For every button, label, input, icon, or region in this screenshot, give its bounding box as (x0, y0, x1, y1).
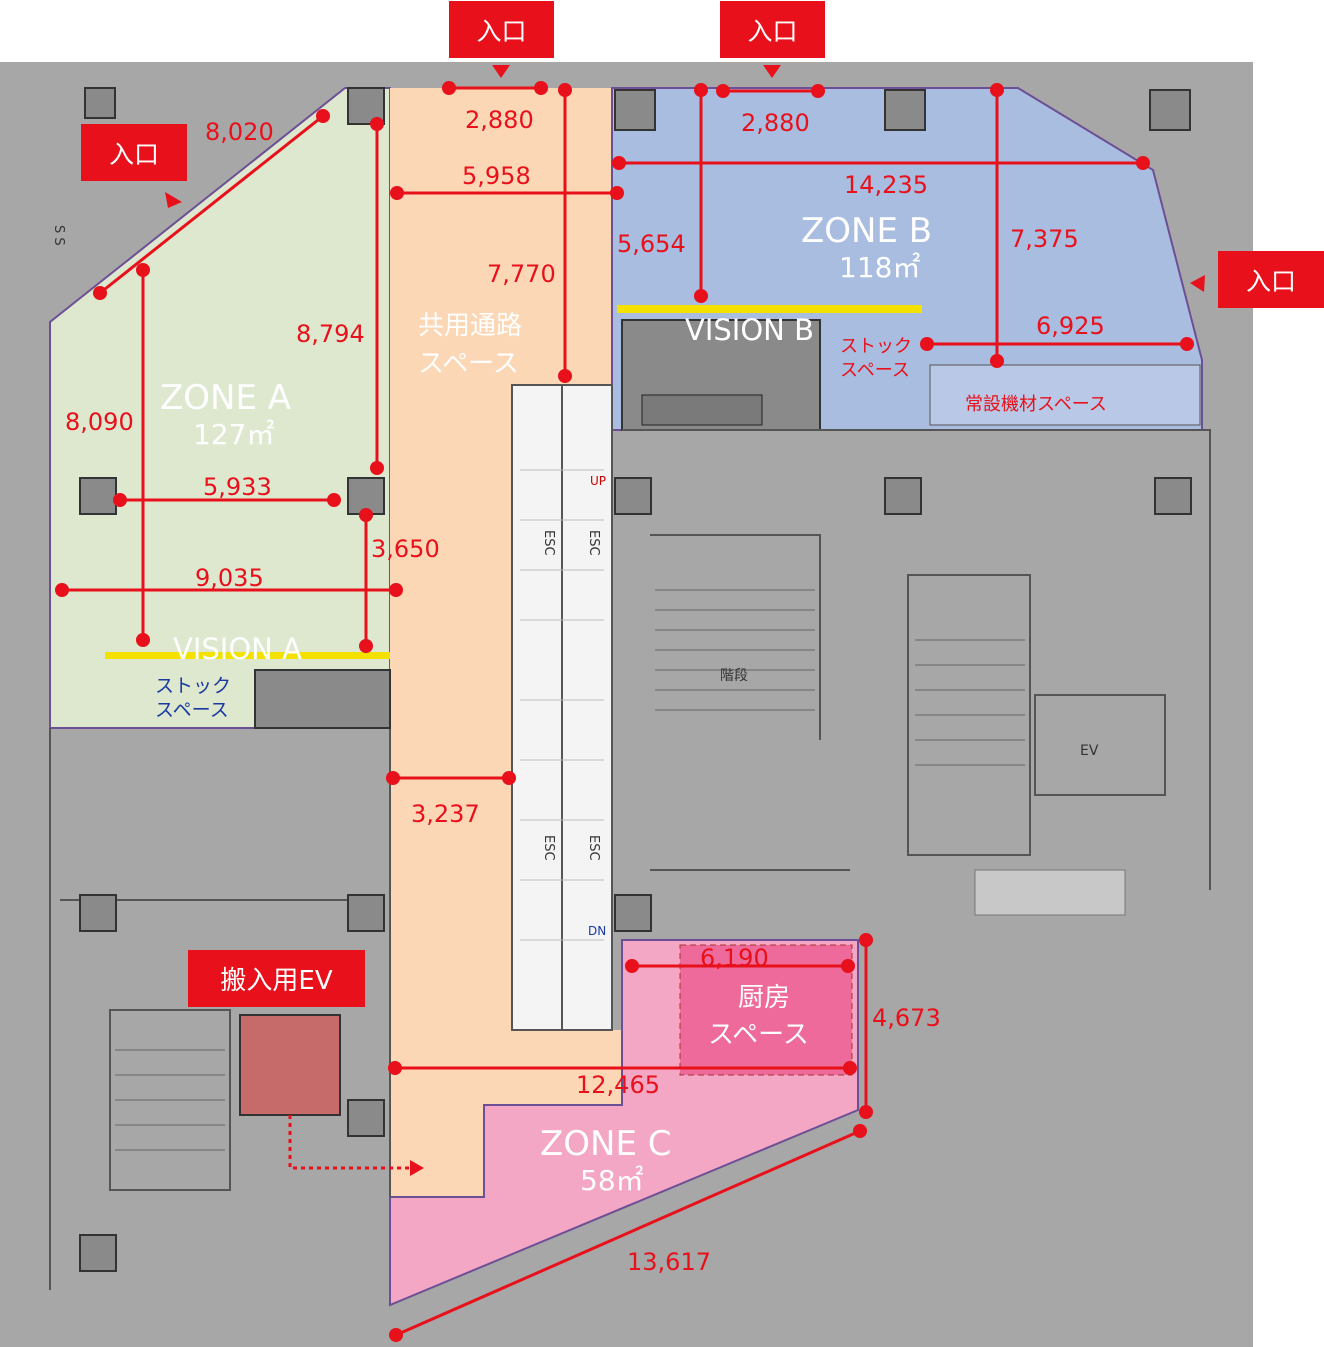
stairs-label: 階段 (720, 668, 748, 684)
kitchen-label-1: 厨房 (738, 983, 790, 1013)
dim-c-kitchen: 6,190 (700, 944, 769, 972)
zone-b-counter (641, 394, 763, 426)
pillar (884, 477, 922, 515)
dim-corridor-escalator: 3,237 (411, 800, 480, 828)
entrance-tag-zone-b-right: 入口 (1218, 251, 1324, 308)
dim-b-right-vertical: 7,375 (1010, 225, 1079, 253)
dim-corridor-width-top: 5,958 (462, 162, 531, 190)
zone-c-title: ZONE C (540, 1124, 672, 1164)
vision-a-label: VISION A (173, 632, 302, 666)
pillar (347, 894, 385, 932)
pillar (79, 1234, 117, 1272)
elevator-label: EV (1080, 743, 1099, 759)
pillar (347, 87, 385, 125)
entrance-arrow-top-right (763, 65, 781, 78)
pillar (347, 1099, 385, 1137)
zone-b-area-label: 118㎡ (839, 251, 920, 284)
zone-b-equipment-area (929, 364, 1201, 426)
dim-a-pillar: 5,933 (203, 473, 272, 501)
zone-a-stock-label-2: スペース (155, 699, 229, 721)
entrance-arrow-top-left (492, 65, 510, 78)
dim-a-right-vertical: 8,794 (296, 320, 365, 348)
pillar (884, 89, 926, 131)
pillar (84, 87, 116, 119)
loading-route-arrow (410, 1160, 424, 1176)
zone-a-stock-room (254, 669, 391, 729)
pillar (614, 89, 656, 131)
dim-c-right-vertical: 4,673 (872, 1004, 941, 1032)
dim-corridor-top: 2,880 (465, 106, 534, 134)
corridor-label-1: 共用通路 (418, 311, 522, 341)
pillar (79, 477, 117, 515)
zone-c-area-label: 58㎡ (580, 1164, 644, 1197)
corridor-label-2: スペース (418, 349, 519, 379)
escalator-label-1: ESC (541, 530, 556, 556)
loading-route (288, 1115, 410, 1170)
zone-a-stock-label-1: ストック (155, 675, 231, 697)
ss-label: S S (51, 225, 66, 246)
kitchen-label-2: スペース (708, 1020, 809, 1050)
entrance-tag-zone-a: 入口 (81, 124, 187, 181)
vision-a-wall (105, 652, 390, 659)
escalator-label-2: ESC (586, 530, 601, 556)
loading-elevator (239, 1014, 341, 1116)
zone-a-area-label: 127㎡ (193, 418, 274, 451)
pillar (1154, 477, 1192, 515)
hatched-block (974, 869, 1126, 916)
entrance-arrow-zone-a (165, 192, 182, 208)
zone-b-title: ZONE B (801, 211, 932, 251)
loading-ev-tag: 搬入用EV (188, 950, 365, 1007)
vision-b-label: VISION B (685, 313, 814, 347)
dim-c-diagonal: 13,617 (627, 1248, 711, 1276)
dim-b-left-vertical: 5,654 (617, 230, 686, 258)
pillar (614, 894, 652, 932)
dim-a-width: 9,035 (195, 564, 264, 592)
equipment-space-label: 常設機材スペース (965, 394, 1107, 415)
escalator-label-3: ESC (541, 835, 556, 861)
zone-b-stock-label-1: ストック (840, 336, 912, 357)
dim-c-width: 12,465 (576, 1071, 660, 1099)
entrance-tag-corridor: 入口 (449, 1, 554, 58)
escalator-down-label: DN (588, 924, 606, 938)
pillar (79, 894, 117, 932)
dim-a-left-vertical: 8,090 (65, 408, 134, 436)
escalator-up-label: UP (590, 474, 606, 488)
dim-corridor-vertical: 7,770 (487, 260, 556, 288)
plan-lower-gray (390, 1110, 1253, 1347)
pillar (614, 477, 652, 515)
dim-b-stock: 6,925 (1036, 312, 1105, 340)
escalator-label-4: ESC (586, 835, 601, 861)
zone-a-title: ZONE A (160, 378, 291, 418)
zone-b-stock-label-2: スペース (840, 360, 910, 381)
pillar (1149, 89, 1191, 131)
dim-a-small-vertical: 3,650 (371, 535, 440, 563)
dim-b-width: 14,235 (844, 171, 928, 199)
dim-b-top: 2,880 (741, 109, 810, 137)
entrance-arrow-zone-b (1190, 275, 1205, 292)
vision-b-wall (617, 305, 922, 313)
plan-margin (1253, 62, 1324, 1347)
dim-a-top: 8,020 (205, 118, 274, 146)
entrance-tag-zone-b-top: 入口 (720, 1, 825, 58)
